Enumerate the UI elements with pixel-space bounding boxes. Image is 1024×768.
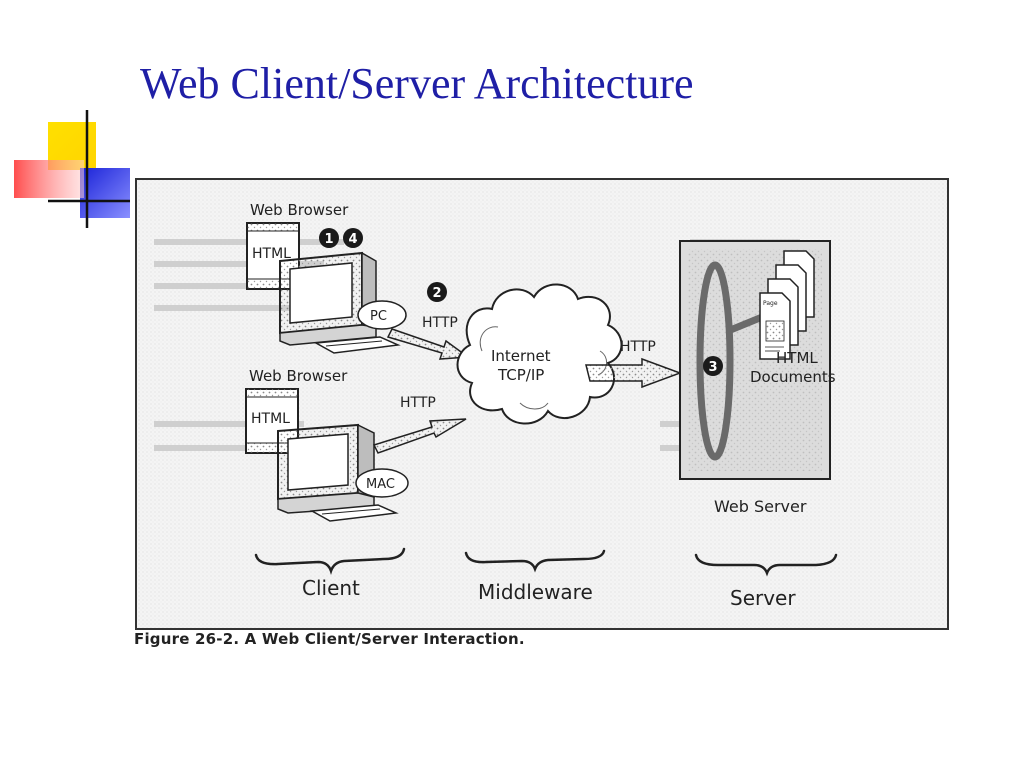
mac-http-arrow [372, 418, 467, 454]
mac-machine-label: MAC [366, 477, 395, 492]
pc-machine-label: PC [370, 309, 387, 324]
internet-cloud [456, 283, 623, 425]
tier-braces [254, 547, 838, 577]
tier-client: Client [302, 576, 360, 600]
slide-title: Web Client/Server Architecture [140, 59, 694, 108]
pc-machine-bubble [357, 300, 407, 330]
mac-browser-label: Web Browser [249, 367, 348, 385]
web-server-label: Web Server [714, 497, 807, 516]
tier-middleware: Middleware [478, 580, 593, 604]
step-marker-2-label: 2 [432, 286, 441, 301]
html-docs-line-2: Documents [750, 368, 836, 386]
mac-browser-window: HTML [245, 388, 299, 454]
client-server-figure: Web Browser HTML PC 1 4 2 Web Browser [135, 178, 949, 630]
server-http-label: HTTP [620, 339, 656, 355]
slide-logo [14, 110, 130, 228]
logo-red-bar [14, 160, 84, 198]
pc-client: Web Browser HTML PC [246, 201, 407, 354]
mac-html-label: HTML [251, 411, 290, 427]
step-marker-3 [703, 356, 723, 376]
logo-blue-square [80, 168, 130, 218]
step-marker-1 [319, 228, 339, 248]
pc-http-label: HTTP [422, 315, 458, 331]
step-marker-1-label: 1 [324, 232, 333, 247]
figure-caption: Figure 26-2. A Web Client/Server Interac… [134, 630, 525, 648]
step-markers: 1 4 2 [319, 228, 447, 302]
html-docs-line-1: HTML [776, 349, 818, 367]
server-brace [694, 553, 838, 577]
client-brace [254, 547, 406, 575]
pc-monitor [279, 251, 401, 354]
pc-html-label: HTML [252, 246, 291, 262]
step-marker-2 [427, 282, 447, 302]
cloud-line-2: TCP/IP [497, 366, 544, 384]
page-icon-label: Page [763, 300, 778, 307]
server-http-arrow [585, 357, 683, 389]
step-marker-4-label: 4 [348, 232, 357, 247]
pc-browser-label: Web Browser [250, 201, 349, 219]
middleware-brace [464, 549, 606, 573]
mac-machine-bubble [355, 468, 409, 498]
tier-server: Server [730, 586, 796, 610]
pc-http-arrow [386, 328, 471, 360]
mac-client: Web Browser HTML MAC [245, 367, 409, 522]
mac-http-label: HTTP [400, 395, 436, 411]
server-ring [696, 261, 734, 461]
step-marker-3-label: 3 [708, 360, 717, 375]
step-marker-4 [343, 228, 363, 248]
html-documents-stack: Page [759, 250, 815, 360]
cloud-line-1: Internet [491, 347, 551, 365]
